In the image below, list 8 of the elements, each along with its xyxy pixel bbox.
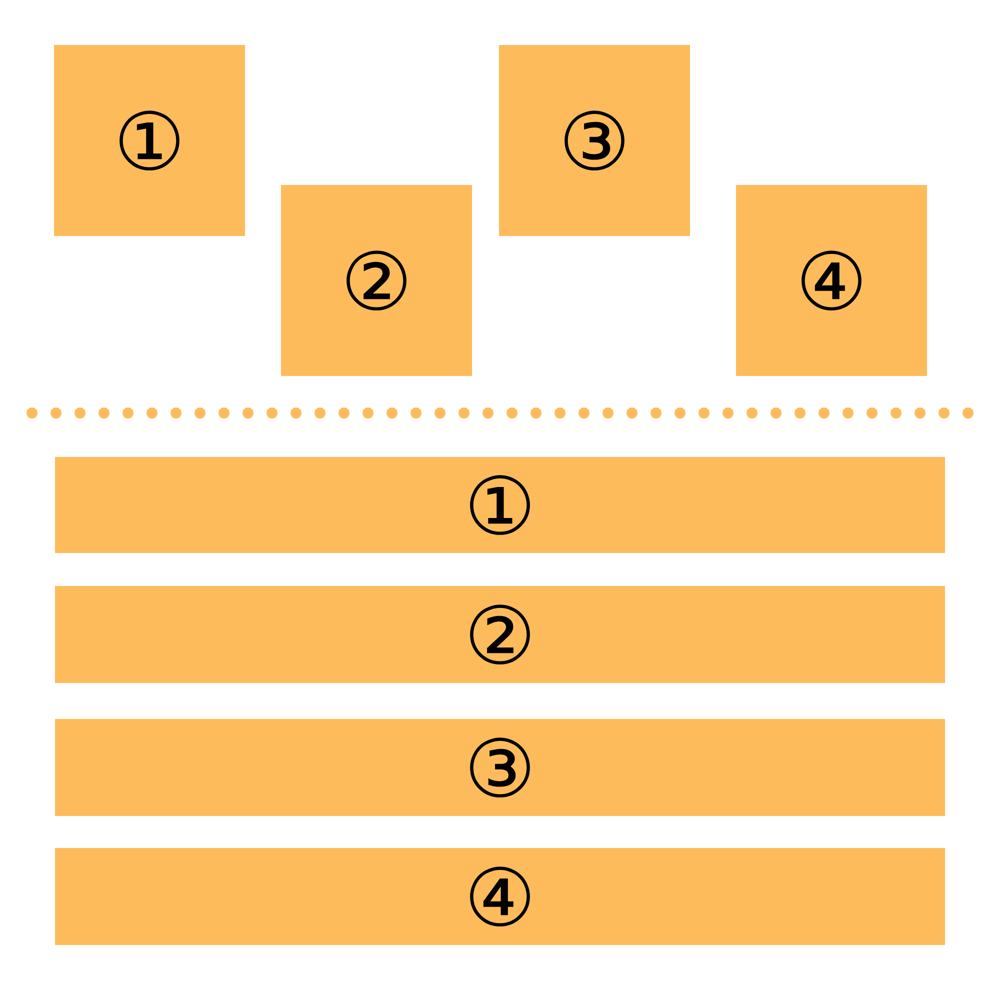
- square-box: ④: [736, 185, 928, 376]
- wide-bar: ④: [55, 848, 946, 946]
- wide-bar: ①: [55, 457, 946, 553]
- square-box: ③: [499, 45, 690, 236]
- square-box: ②: [281, 185, 472, 376]
- wide-bar: ③: [55, 719, 946, 816]
- square-box: ①: [54, 45, 245, 236]
- wide-bar: ②: [55, 586, 946, 683]
